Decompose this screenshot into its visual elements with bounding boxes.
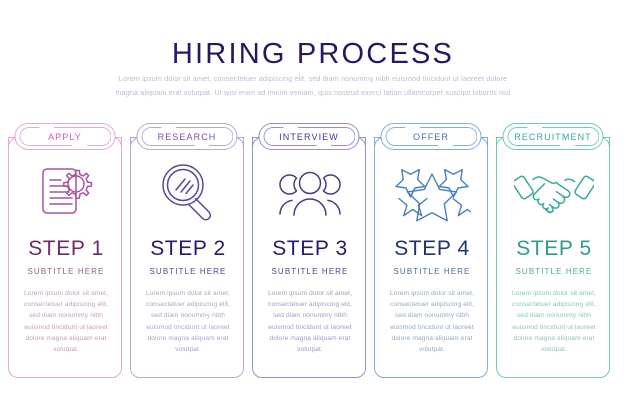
page-subtitle: Lorem ipsum dolor sit amet, consectetuer… — [115, 74, 511, 97]
corner-bracket-top-right — [233, 137, 244, 148]
step-tab-1[interactable]: APPLY — [14, 123, 116, 150]
step-subtitle: SUBTITLE HERE — [27, 267, 105, 276]
step-subtitle: SUBTITLE HERE — [271, 267, 349, 276]
corner-bracket-top-left — [8, 137, 19, 148]
magnifying-glass-icon — [131, 152, 245, 230]
people-group-icon — [253, 152, 367, 230]
tab-ring-decoration — [507, 127, 599, 146]
step-title: STEP 1 — [28, 237, 104, 260]
document-gear-icon — [9, 152, 123, 230]
step-body-text: Lorem ipsum dolor sit amet, consectetuer… — [511, 290, 597, 354]
step-body-text: Lorem ipsum dolor sit amet, consectetuer… — [145, 290, 231, 354]
corner-bracket-top-right — [111, 137, 122, 148]
step-tab-label: INTERVIEW — [279, 131, 339, 142]
step-tab-4[interactable]: OFFER — [380, 123, 482, 150]
step-tab-2[interactable]: RESEARCH — [136, 123, 238, 150]
corner-bracket-top-right — [355, 137, 366, 148]
step-card-3[interactable]: INTERVIEW STEP 3 SUBTITLE HERE Lorem ips… — [252, 123, 367, 378]
step-tab-label: APPLY — [48, 131, 82, 142]
step-tab-label: RESEARCH — [157, 131, 217, 142]
tab-ring-decoration — [385, 127, 477, 146]
step-card-5[interactable]: RECRUITMENT STEP 5 — [496, 123, 611, 378]
tab-ring-decoration — [141, 127, 233, 146]
stars-icon — [375, 152, 489, 230]
step-tab-5[interactable]: RECRUITMENT — [502, 123, 604, 150]
step-tab-label: RECRUITMENT — [514, 131, 592, 142]
step-title: STEP 5 — [516, 237, 592, 260]
step-subtitle: SUBTITLE HERE — [149, 267, 227, 276]
page-title: HIRING PROCESS — [171, 38, 455, 70]
step-card-1[interactable]: APPLY STEP 1 SUBTITLE HERE Lorem ipsum d… — [8, 123, 123, 378]
step-card-2[interactable]: RESEARCH STEP 2 SUBTITLE HERE Lorem ipsu… — [130, 123, 245, 378]
step-title: STEP 2 — [150, 237, 226, 260]
step-title: STEP 4 — [394, 237, 470, 260]
corner-bracket-top-left — [130, 137, 141, 148]
tab-ring-decoration — [263, 127, 355, 146]
step-card-4[interactable]: OFFER STEP 4 SUBTITLE HERE Lorem ipsum d… — [374, 123, 489, 378]
corner-bracket-top-left — [374, 137, 385, 148]
steps-row: APPLY STEP 1 SUBTITLE HERE Lorem ipsum d… — [0, 123, 626, 382]
step-body-text: Lorem ipsum dolor sit amet, consectetuer… — [267, 290, 353, 354]
step-title: STEP 3 — [272, 237, 348, 260]
handshake-icon — [497, 152, 611, 230]
step-subtitle: SUBTITLE HERE — [515, 267, 593, 276]
corner-bracket-top-left — [496, 137, 507, 148]
tab-ring-decoration — [19, 127, 111, 146]
step-body-text: Lorem ipsum dolor sit amet, consectetuer… — [389, 290, 475, 354]
step-body-text: Lorem ipsum dolor sit amet, consectetuer… — [23, 290, 109, 354]
step-tab-label: OFFER — [413, 131, 449, 142]
step-subtitle: SUBTITLE HERE — [393, 267, 471, 276]
step-tab-3[interactable]: INTERVIEW — [258, 123, 360, 150]
corner-bracket-top-left — [252, 137, 263, 148]
corner-bracket-top-right — [599, 137, 610, 148]
corner-bracket-top-right — [477, 137, 488, 148]
